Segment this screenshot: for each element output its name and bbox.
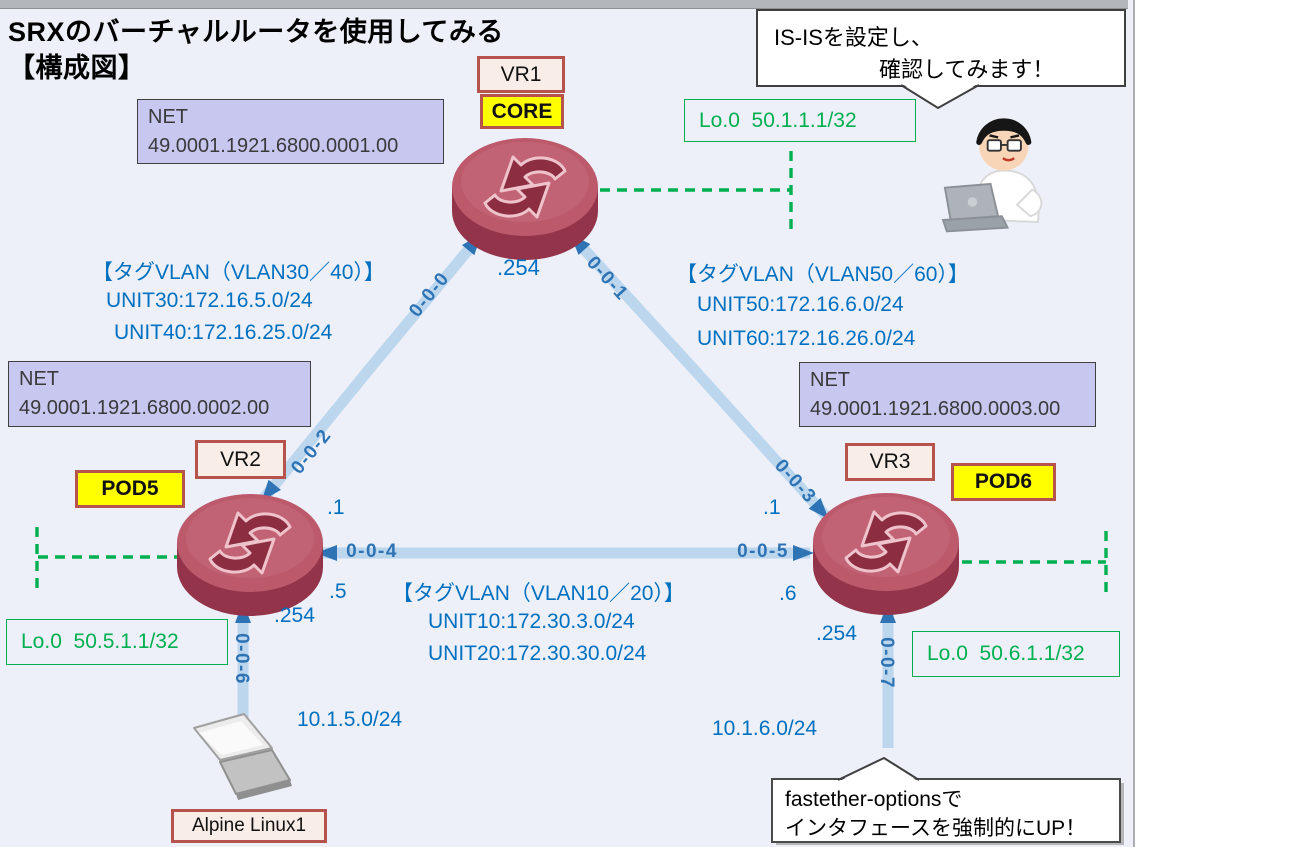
vlan5060-unit-b: UNIT60:172.16.26.0/24 <box>697 327 916 350</box>
vr2-ip-lan: .5 <box>329 580 347 603</box>
vr2-net-title: NET <box>19 368 59 390</box>
vr1-name-text: VR1 <box>500 62 542 86</box>
vlan3040-unit-a: UNIT30:172.16.5.0/24 <box>106 289 313 312</box>
vr2-net-value: 49.0001.1921.6800.0002.00 <box>19 397 270 419</box>
vr3-router-icon <box>813 493 959 615</box>
isis-callout-line1: IS-ISを設定し、 <box>774 25 933 50</box>
vr2-name-tag: VR2 <box>195 440 286 479</box>
subnet-stub-right: 10.1.6.0/24 <box>712 717 818 740</box>
port-vr2-host: 0-0-6 <box>231 633 252 685</box>
vr1-loopback-text: Lo.0 50.1.1.1/32 <box>699 108 857 132</box>
port-vr3-stub: 0-0-7 <box>876 637 897 689</box>
vr1-role-tag: CORE <box>480 94 564 129</box>
vr2-role-tag: POD5 <box>75 470 185 508</box>
vr3-ip-host: .254 <box>816 622 857 645</box>
vr2-router-icon <box>177 494 323 616</box>
vlan5060-title: 【タグVLAN（VLAN50／60）】 <box>676 263 969 286</box>
vlan5060-unit-a: UNIT50:172.16.6.0/24 <box>697 293 904 316</box>
person-illustration <box>943 121 1041 231</box>
vr3-net-title: NET <box>810 369 850 391</box>
fastether-callout-line2: インタフェースを強制的にUP！ <box>785 817 1087 840</box>
vr2-net-box: NET 49.0001.1921.6800.0002.00 <box>8 361 311 427</box>
vr2-loopback-box: Lo.0 50.5.1.1/32 <box>6 619 228 665</box>
vlan3040-title: 【タグVLAN（VLAN30／40）】 <box>92 261 385 284</box>
vr3-ip-uplink: .1 <box>763 496 781 519</box>
port-vr2-vr3: 0-0-4 <box>346 541 398 562</box>
page-title: SRXのバーチャルルータを使用してみる <box>8 17 504 47</box>
vr1-role-text: CORE <box>491 99 553 123</box>
isis-callout-line2: 確認してみます！ <box>879 57 1055 82</box>
vr1-loopback-box: Lo.0 50.1.1.1/32 <box>684 99 916 142</box>
subnet-host-left: 10.1.5.0/24 <box>297 708 403 731</box>
vlan1020-unit-b: UNIT20:172.30.30.0/24 <box>428 642 647 665</box>
vr3-net-box: NET 49.0001.1921.6800.0003.00 <box>799 362 1096 427</box>
vr2-name-text: VR2 <box>220 447 261 471</box>
vr3-loopback-box: Lo.0 50.6.1.1/32 <box>912 631 1120 677</box>
vlan3040-unit-b: UNIT40:172.16.25.0/24 <box>114 321 333 344</box>
vr1-router-icon <box>452 138 598 260</box>
port-vr3-vr2: 0-0-5 <box>737 541 789 562</box>
vr3-name-text: VR3 <box>869 450 911 473</box>
host-name-tag: Alpine Linux1 <box>171 809 327 843</box>
link-vr3-vr1-lower <box>694 371 831 520</box>
vr1-ip-label: .254 <box>497 255 540 280</box>
vr2-loopback-text: Lo.0 50.5.1.1/32 <box>21 630 179 653</box>
vr1-net-box: NET 49.0001.1921.6800.0001.00 <box>137 99 444 164</box>
page-subtitle: 【構成図】 <box>8 53 146 83</box>
window-top-strip <box>0 0 1128 9</box>
vlan1020-title: 【タグVLAN（VLAN10／20）】 <box>392 582 685 605</box>
vr3-name-tag: VR3 <box>845 443 935 481</box>
vr3-ip-lan: .6 <box>779 582 797 605</box>
link-vr2-vr1-upper <box>366 233 484 371</box>
vr3-loopback-text: Lo.0 50.6.1.1/32 <box>927 642 1085 665</box>
vr3-role-text: POD6 <box>974 470 1033 493</box>
vr3-net-value: 49.0001.1921.6800.0003.00 <box>810 398 1061 420</box>
loopback-dashed-lines <box>35 151 1108 597</box>
isis-speech-bubble <box>756 9 1126 110</box>
vr1-net-value: 49.0001.1921.6800.0001.00 <box>148 135 399 157</box>
vr1-name-tag: VR1 <box>477 56 565 93</box>
laptop-icon <box>193 713 293 801</box>
window-right-edge <box>1133 0 1135 847</box>
vr1-net-title: NET <box>148 106 188 128</box>
fastether-callout-line1: fastether-optionsで <box>785 788 963 811</box>
vr3-role-tag: POD6 <box>951 463 1056 501</box>
vlan1020-unit-a: UNIT10:172.30.3.0/24 <box>428 610 635 633</box>
link-vr3-vr1-upper <box>568 233 704 379</box>
vr2-role-text: POD5 <box>101 477 159 500</box>
fastether-speech-bubble <box>771 756 1124 845</box>
vr2-ip-host: .254 <box>274 604 315 627</box>
host-name-text: Alpine Linux1 <box>191 815 307 836</box>
vr2-ip-uplink: .1 <box>327 496 345 519</box>
